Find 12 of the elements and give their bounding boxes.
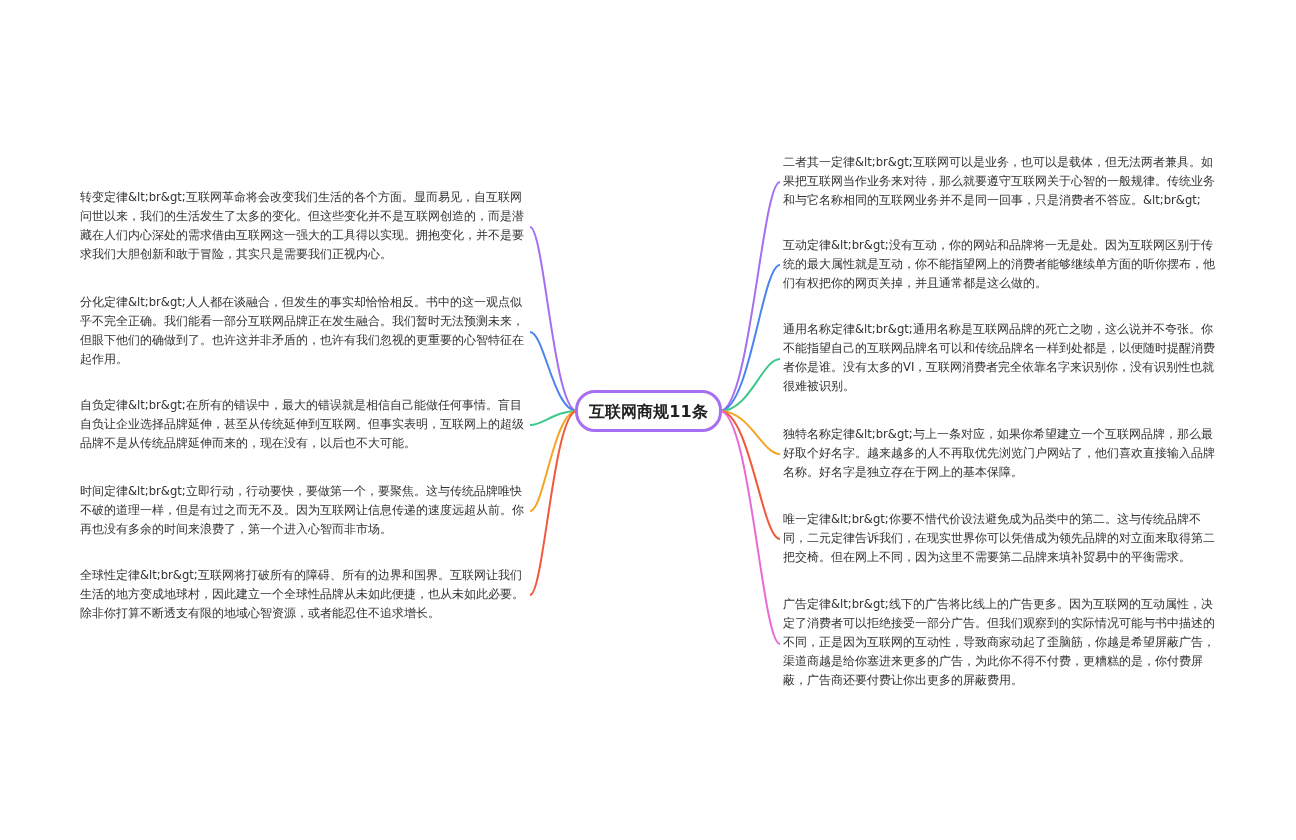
branch-text: 二者其一定律&lt;br&gt;互联网可以是业务，也可以是载体，但无法两者兼具。如果把互联网当作业务来对待，那么就要遵守互联网关于心智的一般规律。传统业务和与它名称相同的互联网业务并不是同一回事，只是消费者不答应。&lt;br&gt; <box>783 153 1223 210</box>
branch-text: 唯一定律&lt;br&gt;你要不惜代价设法避免成为品类中的第二。这与传统品牌不同，二元定律告诉我们，在现实世界你可以凭借成为领先品牌的对立面来取得第二把交椅。但在网上不同，因为这里不需要第二品牌来填补贸易中的平衡需求。 <box>783 510 1223 567</box>
branch-text: 独特名称定律&lt;br&gt;与上一条对应，如果你希望建立一个互联网品牌，那么最好取个好名字。越来越多的人不再取优先浏览门户网站了，他们喜欢直接输入品牌名称。好名字是独立存在于网上的基本保障。 <box>783 425 1223 482</box>
branch-text: 时间定律&lt;br&gt;立即行动，行动要快，要做第一个，要聚焦。这与传统品牌唯快不破的道理一样，但是有过之而无不及。因为互联网让信息传递的速度远超从前。你再也没有多余的时间来浪费了，第一个进入心智而非市场。 <box>80 482 528 539</box>
branch-text: 分化定律&lt;br&gt;人人都在谈融合，但发生的事实却恰恰相反。书中的这一观点似乎不完全正确。我们能看一部分互联网品牌正在发生融合。我们暂时无法预测未来，但眼下他们的确做到了。也许这并非矛盾的，也许有我们忽视的更重要的心智特征在起作用。 <box>80 293 528 369</box>
branch-text: 广告定律&lt;br&gt;线下的广告将比线上的广告更多。因为互联网的互动属性，决定了消费者可以拒绝接受一部分广告。但我们观察到的实际情况可能与书中描述的不同，正是因为互联网的互动性，导致商家动起了歪脑筋，你越是希望屏蔽广告，渠道商越是给你塞进来更多的广告，为此你不得不付费，更糟糕的是，你付费屏蔽，广告商还要付费让你出更多的屏蔽费用。 <box>783 595 1223 690</box>
branch-text: 转变定律&lt;br&gt;互联网革命将会改变我们生活的各个方面。显而易见，自互联网问世以来，我们的生活发生了太多的变化。但这些变化并不是互联网创造的，而是潜藏在人们内心深处的需求借由互联网这一强大的工具得以实现。拥抱变化，并不是要求我们大胆创新和敢于冒险，其实只是需要我们正视内心。 <box>80 188 528 264</box>
central-topic: 互联网商规11条 <box>575 390 722 432</box>
branch-text: 互动定律&lt;br&gt;没有互动，你的网站和品牌将一无是处。因为互联网区别于传统的最大属性就是互动，你不能指望网上的消费者能够继续单方面的听你摆布，他们有权把你的网页关掉，并且通常都是这么做的。 <box>783 236 1223 293</box>
branch-text: 自负定律&lt;br&gt;在所有的错误中，最大的错误就是相信自己能做任何事情。盲目自负让企业选择品牌延伸，甚至从传统延伸到互联网。但事实表明，互联网上的超级品牌不是从传统品牌延伸而来的，现在没有，以后也不大可能。 <box>80 396 528 453</box>
branch-text: 通用名称定律&lt;br&gt;通用名称是互联网品牌的死亡之吻，这么说并不夸张。你不能指望自己的互联网品牌名可以和传统品牌名一样到处都是，以便随时提醒消费者你是谁。没有太多的VI，互联网消费者完全依靠名字来识别你，没有识别性也就很难被识别。 <box>783 320 1223 396</box>
branch-text: 全球性定律&lt;br&gt;互联网将打破所有的障碍、所有的边界和国界。互联网让我们生活的地方变成地球村，因此建立一个全球性品牌从未如此便捷，也从未如此必要。除非你打算不断透支有限的地域心智资源，或者能忍住不追求增长。 <box>80 566 528 623</box>
